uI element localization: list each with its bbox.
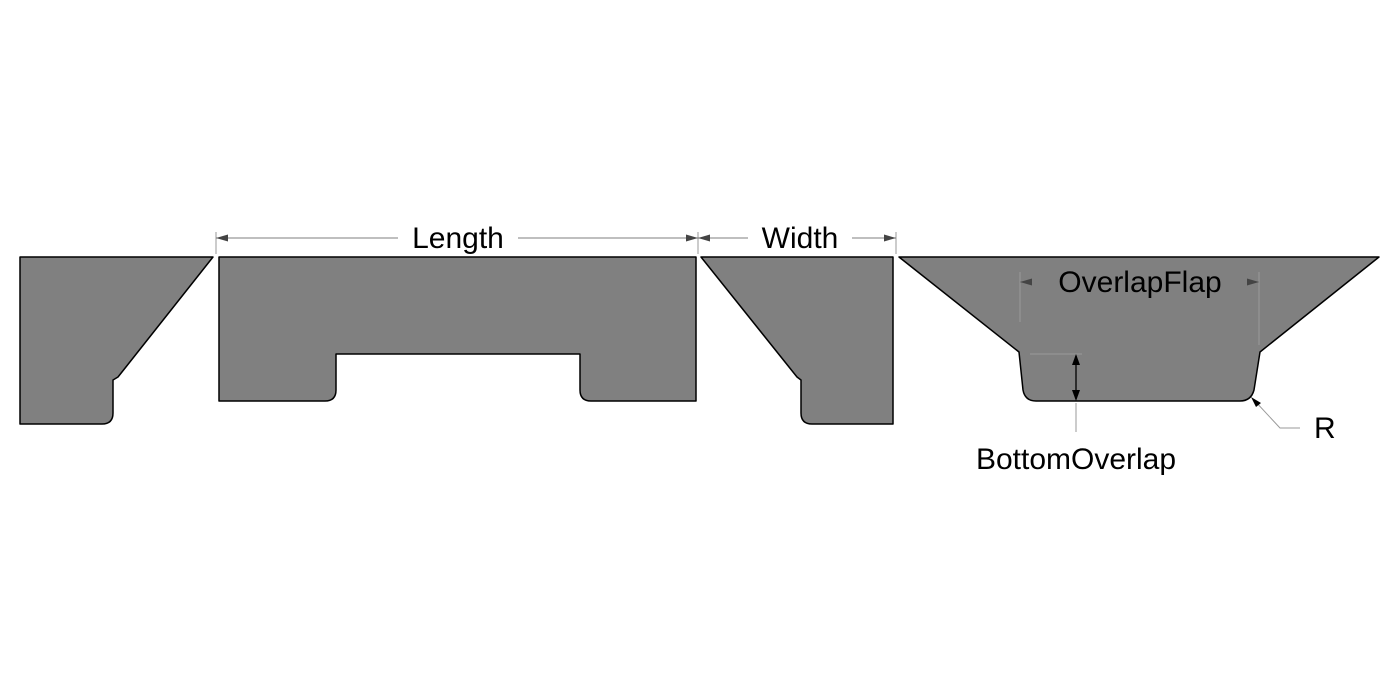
length-panel: [218, 256, 697, 402]
length-dimension: Length: [215, 222, 699, 255]
length-label: Length: [412, 222, 504, 255]
overlap-flap-arrow-right: [1247, 278, 1259, 286]
width-arrow-left: [698, 234, 710, 242]
bottom-overlap-label: BottomOverlap: [976, 443, 1176, 476]
bottom-overlap-arrow-top: [1072, 354, 1080, 365]
length-arrow-left: [216, 234, 228, 242]
radius-label: R: [1314, 412, 1336, 445]
overlap-flap-arrow-left: [1020, 278, 1032, 286]
width-arrow-right: [884, 234, 896, 242]
width-panel: [700, 256, 894, 425]
radius-leader: [1253, 399, 1300, 429]
bottom-overlap-arrow-bottom: [1072, 390, 1080, 401]
radius-callout: R: [1251, 397, 1336, 445]
length-arrow-right: [686, 234, 698, 242]
overlap-flap-dimension: OverlapFlap: [1019, 266, 1260, 345]
left-side-panel: [19, 256, 214, 425]
width-dimension: Width: [698, 222, 897, 255]
radius-arrow: [1251, 397, 1261, 407]
width-label: Width: [762, 222, 839, 255]
overlap-flap-label: OverlapFlap: [1058, 266, 1221, 299]
panels: [19, 256, 1380, 425]
bottom-overlap-dimension: BottomOverlap: [976, 353, 1176, 476]
